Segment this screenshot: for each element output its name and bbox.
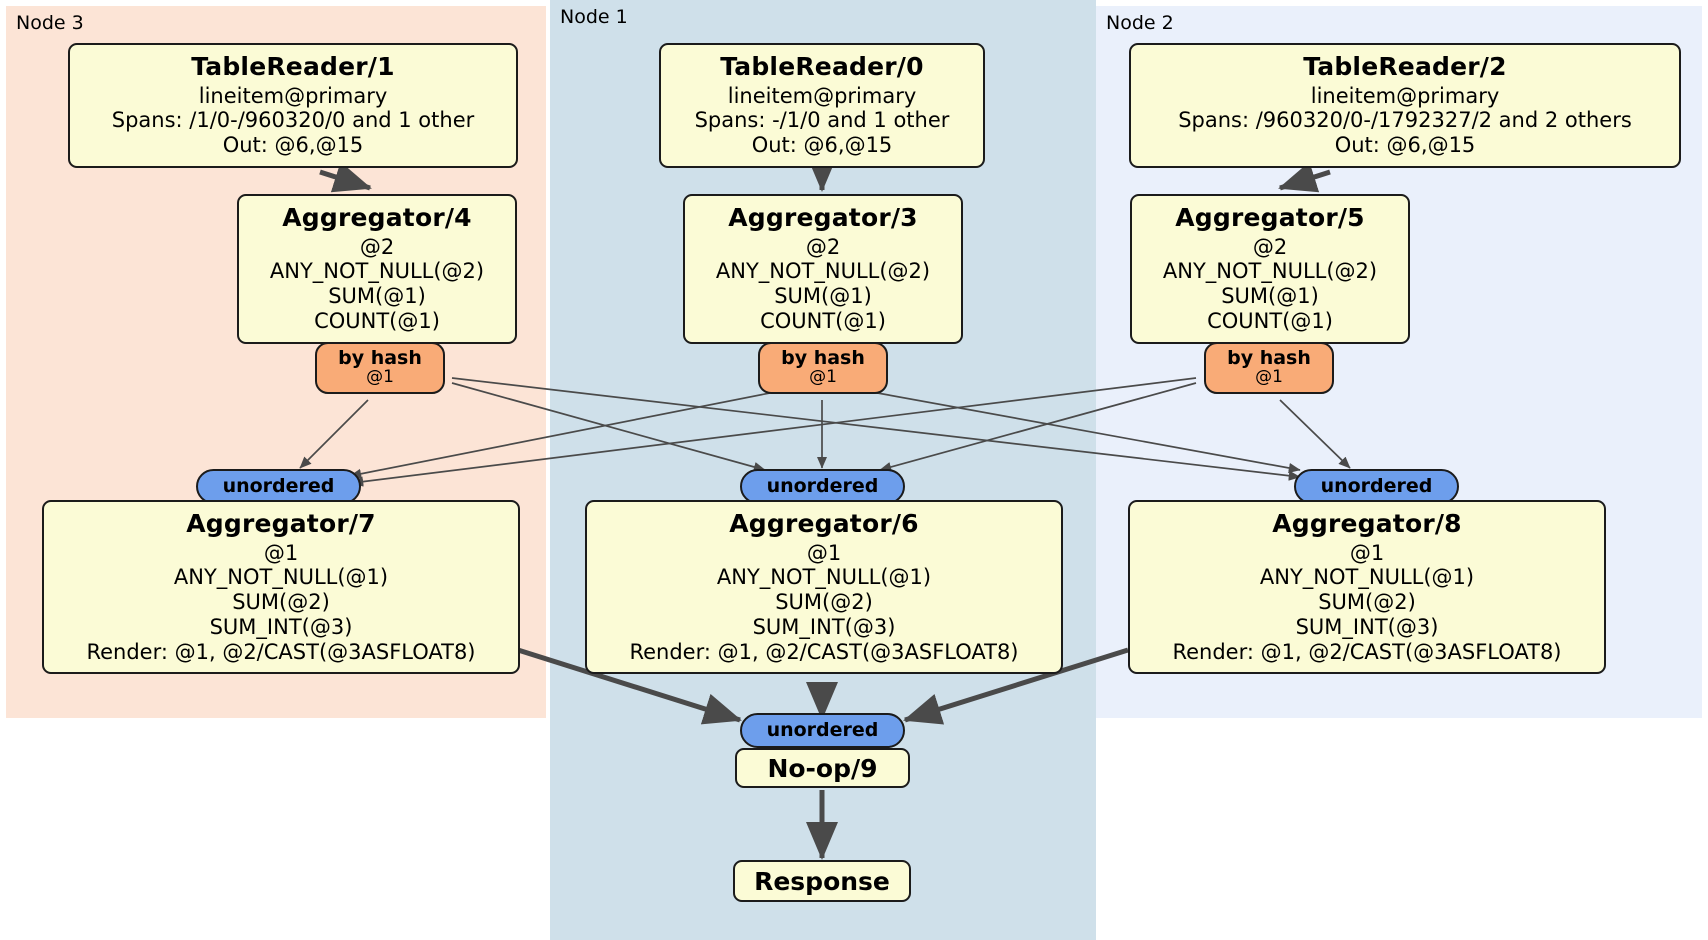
processor-line: SUM(@2)	[775, 590, 873, 615]
processor-line: SUM(@2)	[1318, 590, 1416, 615]
processor-line: lineitem@primary	[727, 83, 917, 108]
processor-aggregator-4[interactable]: Aggregator/4 @2 ANY_NOT_NULL(@2) SUM(@1)…	[237, 194, 517, 344]
processor-line: ANY_NOT_NULL(@1)	[716, 565, 932, 590]
processor-line: COUNT(@1)	[760, 308, 886, 333]
processor-line: Spans: -/1/0 and 1 other	[694, 108, 950, 133]
processor-line: ANY_NOT_NULL(@1)	[173, 565, 389, 590]
processor-line: COUNT(@1)	[1207, 308, 1333, 333]
hash-router-label: by hash	[781, 347, 865, 369]
synchronizer-label: unordered	[766, 475, 879, 498]
processor-line: Render: @1, @2/CAST(@3ASFLOAT8)	[629, 639, 1019, 664]
node-region-label-node-1: Node 1	[560, 6, 628, 28]
processor-line: @1	[263, 540, 299, 565]
processor-title: TableReader/1	[191, 52, 395, 81]
synchronizer-label: unordered	[222, 475, 335, 498]
synchronizer-final[interactable]: unordered	[740, 713, 905, 748]
processor-title: TableReader/0	[720, 52, 924, 81]
processor-line: Render: @1, @2/CAST(@3ASFLOAT8)	[86, 639, 476, 664]
processor-aggregator-7[interactable]: Aggregator/7 @1 ANY_NOT_NULL(@1) SUM(@2)…	[42, 500, 520, 675]
processor-line: lineitem@primary	[198, 83, 388, 108]
processor-line: @2	[1252, 234, 1288, 259]
node-region-label-node-2: Node 2	[1106, 12, 1174, 34]
processor-title: Response	[754, 866, 890, 896]
processor-title: Aggregator/4	[282, 203, 472, 232]
processor-aggregator-6[interactable]: Aggregator/6 @1 ANY_NOT_NULL(@1) SUM(@2)…	[585, 500, 1063, 675]
processor-line: SUM(@2)	[232, 590, 330, 615]
processor-line: SUM(@1)	[328, 284, 426, 309]
node-region-label-node-3: Node 3	[16, 12, 84, 34]
processor-noop-9[interactable]: No-op/9	[735, 748, 910, 788]
processor-aggregator-5[interactable]: Aggregator/5 @2 ANY_NOT_NULL(@2) SUM(@1)…	[1130, 194, 1410, 344]
processor-tablereader-2[interactable]: TableReader/2 lineitem@primary Spans: /9…	[1129, 43, 1681, 168]
processor-line: SUM_INT(@3)	[1295, 614, 1439, 639]
processor-line: Spans: /1/0-/960320/0 and 1 other	[111, 108, 475, 133]
hash-router-left[interactable]: by hash @1	[315, 342, 445, 394]
processor-line: @2	[805, 234, 841, 259]
processor-line: ANY_NOT_NULL(@1)	[1259, 565, 1475, 590]
hash-router-label: by hash	[338, 347, 422, 369]
processor-title: Aggregator/5	[1175, 203, 1365, 232]
synchronizer-label: unordered	[766, 719, 879, 742]
processor-line: Spans: /960320/0-/1792327/2 and 2 others	[1178, 108, 1632, 133]
processor-line: Out: @6,@15	[1334, 133, 1476, 158]
processor-line: lineitem@primary	[1310, 83, 1500, 108]
synchronizer-label: unordered	[1320, 475, 1433, 498]
hash-router-label: by hash	[1227, 347, 1311, 369]
processor-line: ANY_NOT_NULL(@2)	[269, 259, 485, 284]
hash-router-sublabel: @1	[1255, 366, 1283, 387]
processor-title: Aggregator/8	[1272, 509, 1462, 538]
processor-aggregator-8[interactable]: Aggregator/8 @1 ANY_NOT_NULL(@1) SUM(@2)…	[1128, 500, 1606, 675]
hash-router-sublabel: @1	[366, 366, 394, 387]
hash-router-center[interactable]: by hash @1	[758, 342, 888, 394]
processor-line: SUM_INT(@3)	[752, 614, 896, 639]
hash-router-sublabel: @1	[809, 366, 837, 387]
processor-line: @2	[359, 234, 395, 259]
processor-line: COUNT(@1)	[314, 308, 440, 333]
processor-tablereader-1[interactable]: TableReader/1 lineitem@primary Spans: /1…	[68, 43, 518, 168]
processor-line: SUM_INT(@3)	[209, 614, 353, 639]
processor-response[interactable]: Response	[733, 860, 911, 902]
synchronizer-right[interactable]: unordered	[1294, 469, 1459, 504]
processor-aggregator-3[interactable]: Aggregator/3 @2 ANY_NOT_NULL(@2) SUM(@1)…	[683, 194, 963, 344]
hash-router-right[interactable]: by hash @1	[1204, 342, 1334, 394]
synchronizer-left[interactable]: unordered	[196, 469, 361, 504]
processor-line: Out: @6,@15	[222, 133, 364, 158]
processor-line: @1	[806, 540, 842, 565]
processor-line: ANY_NOT_NULL(@2)	[715, 259, 931, 284]
processor-line: SUM(@1)	[1221, 284, 1319, 309]
processor-title: TableReader/2	[1303, 52, 1507, 81]
synchronizer-center[interactable]: unordered	[740, 469, 905, 504]
processor-line: @1	[1349, 540, 1385, 565]
processor-line: ANY_NOT_NULL(@2)	[1162, 259, 1378, 284]
processor-line: Render: @1, @2/CAST(@3ASFLOAT8)	[1172, 639, 1562, 664]
processor-line: Out: @6,@15	[751, 133, 893, 158]
processor-title: Aggregator/6	[729, 509, 919, 538]
processor-title: Aggregator/3	[728, 203, 918, 232]
processor-title: No-op/9	[767, 753, 878, 783]
processor-title: Aggregator/7	[186, 509, 376, 538]
processor-tablereader-0[interactable]: TableReader/0 lineitem@primary Spans: -/…	[659, 43, 985, 168]
processor-line: SUM(@1)	[774, 284, 872, 309]
